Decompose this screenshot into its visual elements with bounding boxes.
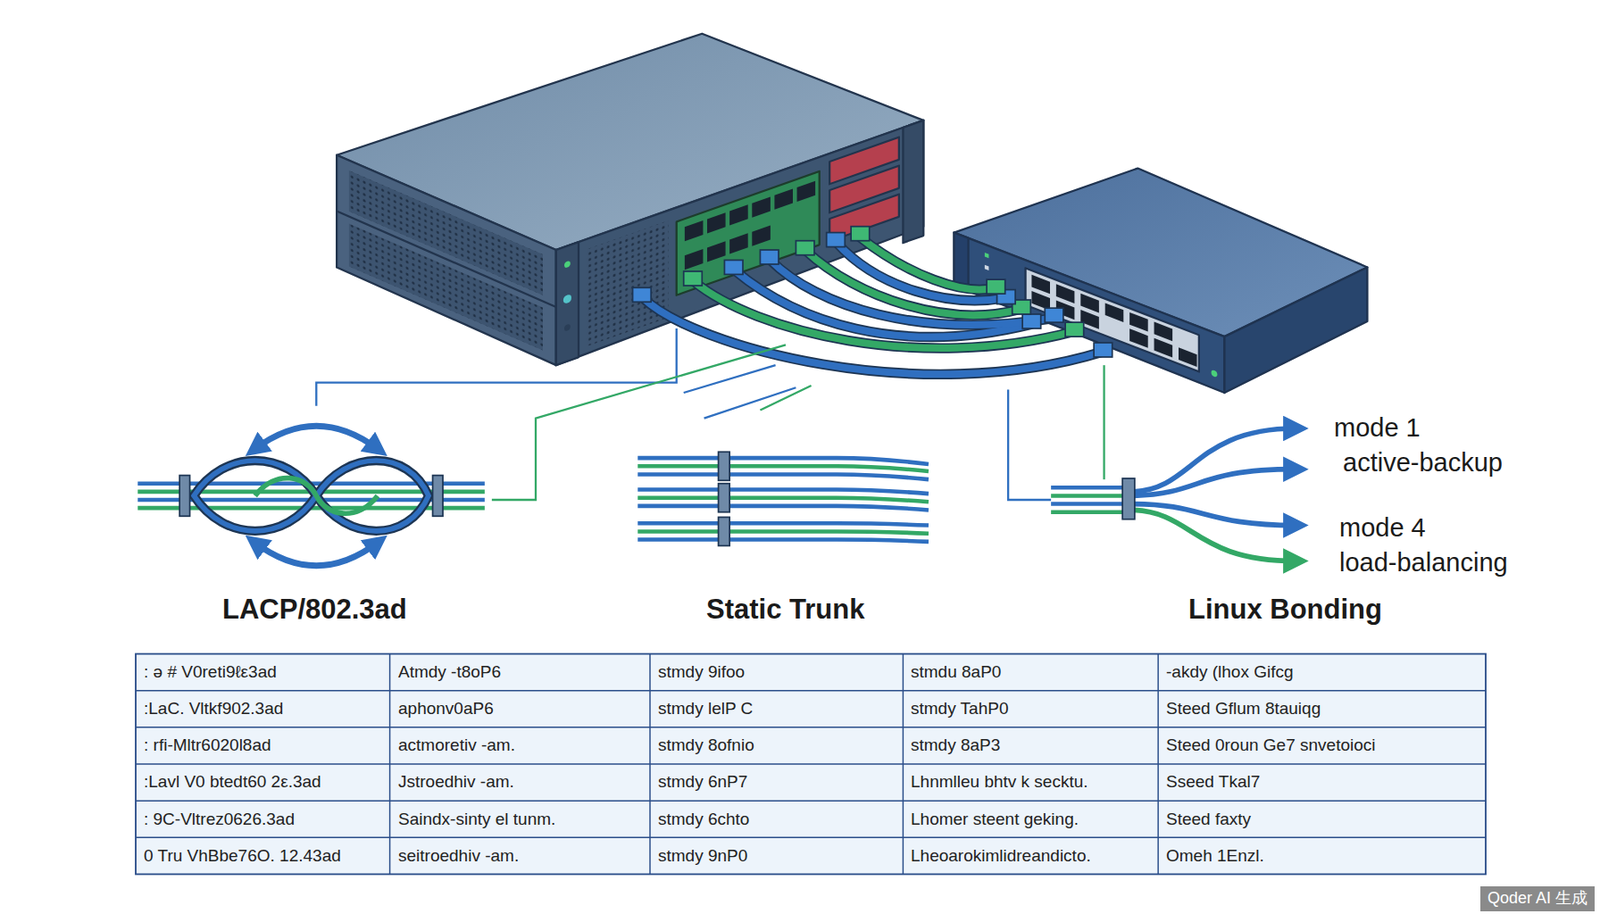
label-holder: seitroedhiv -am. — [398, 846, 519, 867]
label-holder: stmdy 8aP3 — [910, 735, 1000, 757]
label-holder: stmdy 8ofnio — [658, 735, 755, 757]
label-holder: Static Trunk — [706, 592, 865, 626]
label-holder: Atmdy -t8oP6 — [398, 662, 501, 684]
label-holder: Lhomer steent geking. — [910, 809, 1079, 831]
label-holder: aphonv0aP6 — [398, 699, 494, 720]
table-cell-text: :Lavl V0 btedt60 2ε.3ad — [143, 772, 322, 793]
label-holder: Omeh 1Enzl. — [1166, 846, 1265, 867]
server-chassis — [336, 33, 924, 366]
table-cell-text: Steed 0roun Ge7 snvetoioci — [1166, 735, 1376, 757]
static-trunk-bundles — [637, 451, 929, 546]
label-holder: Sseed Tkal7 — [1166, 772, 1260, 793]
label-holder: : rfi-Mltr6020l8ad — [143, 735, 272, 757]
bonding-fanout — [1050, 428, 1296, 562]
lacp-bundle — [137, 425, 485, 567]
table-cell-text: Saindx-sinty el tunm. — [398, 809, 556, 831]
table-cell-text: actmoretiv -am. — [398, 735, 516, 757]
table-cell-text: stmdy 9ifoo — [658, 662, 745, 684]
mode-label: load-balancing — [1339, 547, 1509, 579]
mode-label: mode 4 — [1339, 512, 1426, 544]
table-cell-text: Lhomer steent geking. — [910, 809, 1079, 831]
table-cell-text: stmdy 8ofnio — [658, 735, 755, 757]
table-cell-text: seitroedhiv -am. — [398, 846, 519, 867]
table-cell-text: Jstroedhiv -am. — [398, 772, 515, 793]
comparison-table-grid — [135, 654, 1486, 875]
mode-label: active-backup — [1342, 447, 1503, 479]
table-cell-text: 0 Tru VhBbe76O. 12.43ad — [143, 846, 342, 867]
label-holder: actmoretiv -am. — [398, 735, 516, 757]
table-cell-text: : ə # V0reti9ℓε3ad — [143, 662, 277, 684]
label-holder: Steed Gflum 8tauiqg — [1166, 699, 1321, 720]
label-holder: Steed 0roun Ge7 snvetoioci — [1166, 735, 1376, 757]
mode-label: mode 1 — [1333, 412, 1421, 444]
table-cell-text: Atmdy -t8oP6 — [398, 662, 501, 684]
label-holder: : ə # V0reti9ℓε3ad — [143, 662, 277, 684]
label-holder: :Lavl V0 btedt60 2ε.3ad — [143, 772, 322, 793]
table-cell-text: Sseed Tkal7 — [1166, 772, 1260, 793]
section-caption: Linux Bonding — [1188, 592, 1383, 626]
label-holder: : 9C-Vltrez0626.3ad — [143, 809, 295, 831]
label-holder: mode 4 — [1339, 512, 1426, 544]
table-cell-text: stmdy 8aP3 — [910, 735, 1000, 757]
label-holder: Steed faxty — [1166, 809, 1251, 831]
table-cell-text: stmdy 6nP7 — [658, 772, 748, 793]
section-caption: Static Trunk — [706, 592, 865, 626]
label-holder: Qoder AI 生成 — [1480, 886, 1595, 912]
table-cell-text: stmdu 8aP0 — [910, 662, 1001, 684]
table-cell-text: -akdy (lhox Gifcg — [1166, 662, 1294, 684]
table-cell-text: Steed Gflum 8tauiqg — [1166, 699, 1321, 720]
label-holder: mode 1 — [1333, 412, 1421, 444]
table-cell-text: Steed faxty — [1166, 809, 1251, 831]
table-cell-text: : 9C-Vltrez0626.3ad — [143, 809, 295, 831]
label-holder: stmdu 8aP0 — [910, 662, 1001, 684]
section-caption: LACP/802.3ad — [222, 592, 408, 626]
label-holder: 0 Tru VhBbe76O. 12.43ad — [143, 846, 342, 867]
table-cell-text: stmdy 6chto — [658, 809, 750, 831]
table-cell-text: Omeh 1Enzl. — [1166, 846, 1265, 867]
label-holder: load-balancing — [1339, 547, 1509, 579]
label-holder: stmdy lelP C — [658, 699, 753, 720]
table-cell-text: Lheoarokimlidreandicto. — [910, 846, 1092, 867]
label-holder: stmdy 6nP7 — [658, 772, 748, 793]
watermark: Qoder AI 生成 — [1480, 886, 1595, 912]
ethernet-cables — [633, 226, 1113, 375]
label-holder: stmdy 9nP0 — [658, 846, 748, 867]
table-cell-text: : rfi-Mltr6020l8ad — [143, 735, 272, 757]
label-holder: Lhnmlleu bhtv k secktu. — [910, 772, 1089, 793]
network-switch — [954, 168, 1368, 393]
label-holder: active-backup — [1342, 447, 1503, 479]
label-holder: LACP/802.3ad — [222, 592, 408, 626]
table-cell-text: stmdy lelP C — [658, 699, 753, 720]
label-holder: stmdy 6chto — [658, 809, 750, 831]
table-cell-text: stmdy 9nP0 — [658, 846, 748, 867]
label-holder: stmdy TahP0 — [910, 699, 1009, 720]
label-holder: Linux Bonding — [1188, 592, 1383, 626]
label-holder: stmdy 9ifoo — [658, 662, 745, 684]
label-holder: -akdy (lhox Gifcg — [1166, 662, 1294, 684]
table-cell-text: aphonv0aP6 — [398, 699, 494, 720]
label-holder: Lheoarokimlidreandicto. — [910, 846, 1092, 867]
table-cell-text: :LaC. Vltkf902.3ad — [143, 699, 284, 720]
label-holder: Jstroedhiv -am. — [398, 772, 515, 793]
table-cell-text: stmdy TahP0 — [910, 699, 1009, 720]
label-holder: :LaC. Vltkf902.3ad — [143, 699, 284, 720]
leader-lines — [316, 328, 1104, 500]
table-cell-text: Lhnmlleu bhtv k secktu. — [910, 772, 1089, 793]
label-holder: Saindx-sinty el tunm. — [398, 809, 556, 831]
